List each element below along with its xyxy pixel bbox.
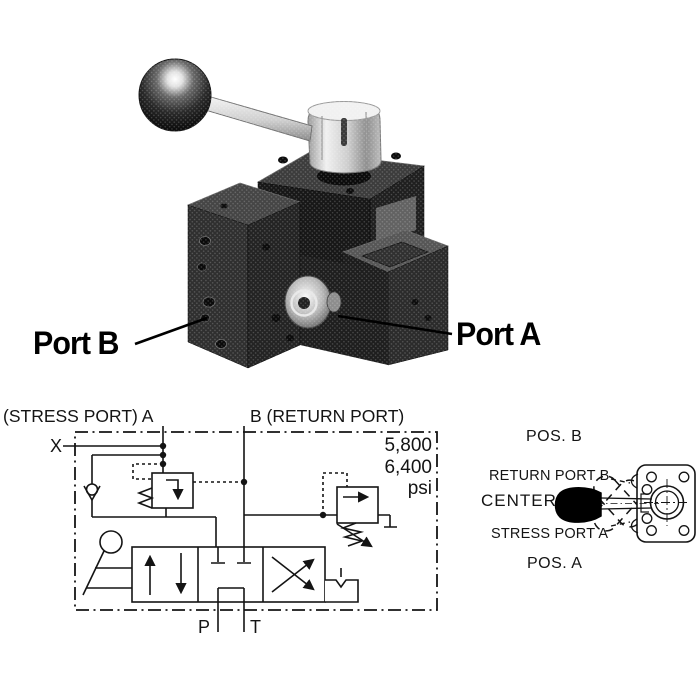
pressure-value-2: 6,400 bbox=[384, 456, 432, 478]
schematic-border bbox=[74, 431, 438, 611]
t-port-label: T bbox=[250, 617, 261, 637]
hydraulic-schematic bbox=[63, 426, 438, 632]
pos-b-ghost-lever bbox=[593, 479, 643, 532]
port-b-leader-line bbox=[134, 316, 208, 346]
flange-plate bbox=[630, 464, 696, 543]
return-port-b-heading: B (RETURN PORT) bbox=[250, 406, 405, 426]
lever-position-diagram bbox=[554, 464, 696, 543]
pos-a-label: POS. A bbox=[527, 555, 583, 572]
p-port-label: P bbox=[198, 617, 211, 637]
pressure-setting: 5,800 6,400 psi bbox=[355, 435, 432, 500]
junction-dots bbox=[159, 442, 327, 519]
lever-actuator-symbol bbox=[82, 530, 132, 596]
return-port-b-label: RETURN PORT B bbox=[489, 468, 610, 484]
relief-valve-symbol bbox=[322, 472, 397, 548]
pressure-reducing-valve-symbol bbox=[132, 463, 244, 517]
port-a-label: Port A bbox=[456, 316, 541, 352]
valve-photo bbox=[132, 50, 458, 375]
port-a-leader-line bbox=[337, 314, 453, 336]
pressure-unit: psi bbox=[407, 478, 432, 499]
check-valve-symbol bbox=[83, 483, 101, 517]
stress-port-a-label: STRESS PORT A bbox=[491, 526, 609, 542]
center-label: CENTER bbox=[481, 491, 557, 510]
directional-valve-symbol bbox=[82, 530, 359, 632]
pressure-value-1: 5,800 bbox=[384, 435, 432, 456]
lever-knob bbox=[554, 487, 602, 523]
stress-port-a-heading: (STRESS PORT) A bbox=[3, 406, 154, 426]
pos-a-ghost-lever bbox=[593, 475, 643, 528]
pos-b-label: POS. B bbox=[526, 428, 583, 445]
detent-symbol bbox=[325, 568, 359, 603]
solid-lever bbox=[554, 487, 659, 523]
x-pilot-label: X bbox=[50, 436, 63, 456]
port-b-label: Port B bbox=[33, 325, 119, 361]
halftone-overlay bbox=[132, 50, 458, 375]
